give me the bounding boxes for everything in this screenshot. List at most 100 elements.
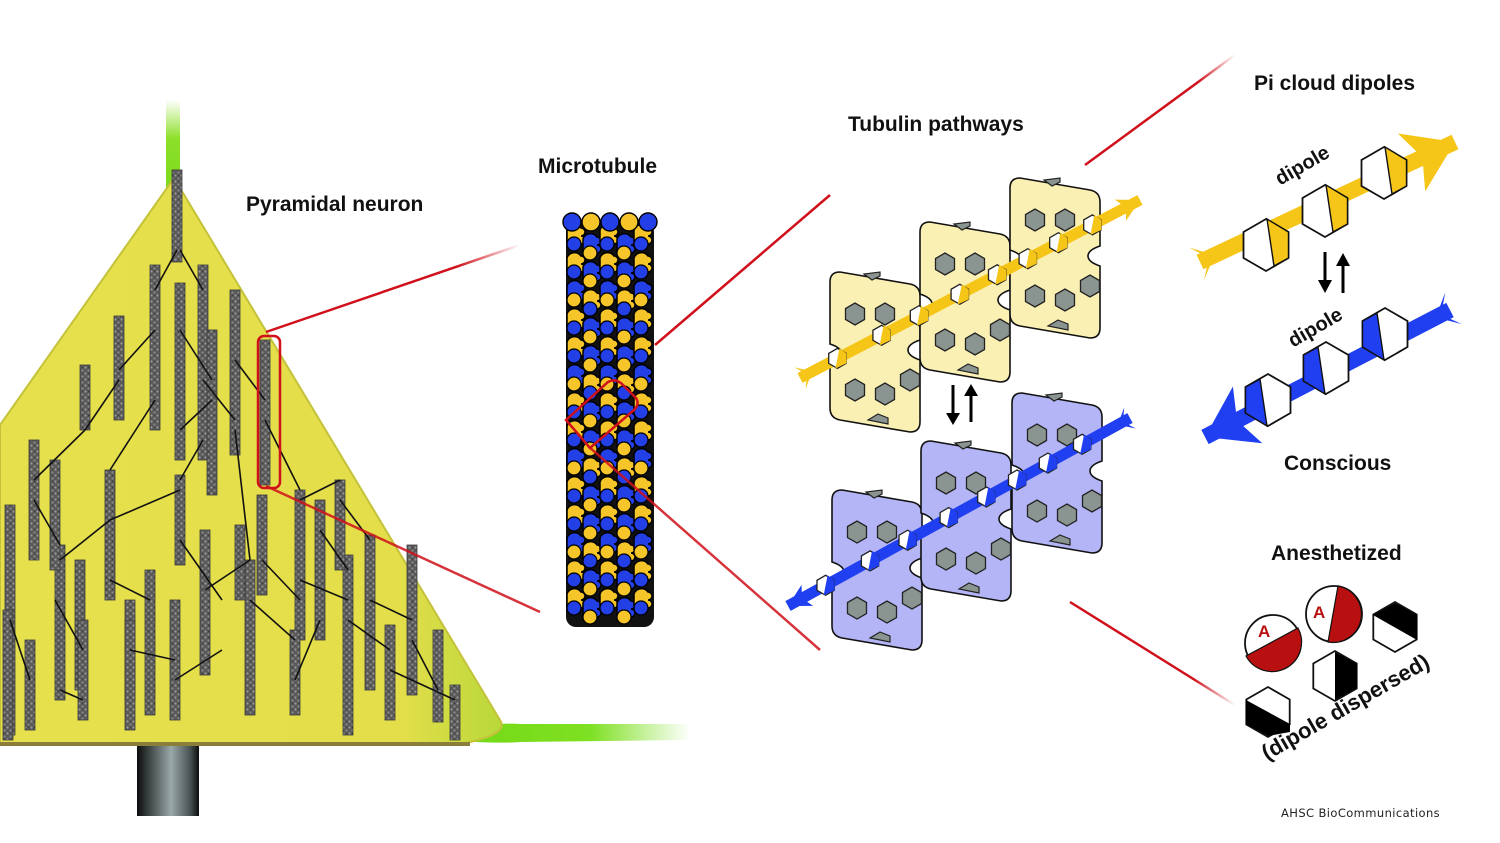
neuron-map-link [389,669,456,701]
aromatic-ring-hexagon [964,332,986,356]
dispersed-dipole-fill [1335,652,1357,700]
tubulin-monomer [582,609,598,625]
aromatic-ring-hexagon-partial [864,489,883,499]
tubulin-monomer [633,264,649,280]
neuron-microtubule-bar [432,629,444,723]
pathway-dipole-ring-fill [946,507,958,528]
neuron-map-link [118,329,156,371]
aromatic-ring-hexagon-partial [862,271,881,281]
neuron-microtubule-bar [206,329,218,496]
neuron-map-link [202,379,236,421]
neuron-microtubule-bar [77,619,89,721]
pi-cloud-dipole-fill [1384,145,1408,196]
microtubule-top-ring [562,212,582,232]
tubulin-monomer [566,376,582,392]
tubulin-monomer [582,469,598,485]
neuron-microtubule-bar [334,479,346,571]
neuron-map-link [174,649,223,681]
neuron-microtubule-bar [174,282,186,461]
aromatic-ring-hexagon-partial [1044,392,1063,402]
neuron-microtubule-bar [229,289,241,456]
pathway-dipole-ring-fill [823,575,835,596]
aromatic-ring-hexagon [876,600,898,624]
tubulin-monomer [566,292,582,308]
neuron-map-link [249,599,296,641]
neuron-microtubule-bar [289,629,301,716]
callout-line-anesthetized [1069,600,1236,707]
label-pi-cloud-dipoles: Pi cloud dipoles [1254,72,1416,95]
neuron-map-link [154,249,178,291]
yellow-arrow-tail [794,367,813,389]
aromatic-ring-hexagon-partial [868,631,891,643]
neuron-map-link [179,439,204,481]
pathway-dipole-ring-fill [835,348,847,369]
pi-cloud-dipole-fill [1325,183,1349,234]
neuron-map-link [179,249,204,291]
dispersed-dipole-fill [1246,700,1290,736]
callout-line-neuron-top [265,243,521,334]
tubulin-monomer [633,572,649,588]
tubulin-monomer [616,385,632,401]
tubulin-monomer [566,264,582,280]
aromatic-ring-hexagon [846,596,868,620]
neuron-microtubule-bar [174,474,186,566]
aromatic-ring-hexagon-partial [1048,534,1071,546]
yellow-dipole-chain [1188,133,1459,280]
aromatic-ring-hexagon-partial [956,363,979,375]
callout-line-mt-top [654,194,831,346]
neuron-map-link [84,379,120,431]
pathway-dipole-ring-fill [917,305,928,326]
tubulin-monomer [599,488,615,504]
pathway-dipole-ring-fill [1015,470,1027,491]
tubulin-monomer [566,348,582,364]
neuron-map-link [347,619,391,651]
microtubule-top-ring [600,212,620,232]
yellow-tubulin-pathway [794,177,1143,433]
neuron-map-link [59,689,84,701]
tubulin-monomer [616,441,632,457]
microtubule-top-ring [581,212,601,232]
aromatic-ring-hexagon [1026,423,1048,447]
pathway-dipole-ring-fill [1080,434,1092,455]
neuron-microtubule-bar [24,639,36,731]
neuron-map-link [179,329,213,381]
basal-dendrite [440,723,690,743]
tubulin-monomer [566,460,582,476]
tubulin-monomer [616,609,632,625]
aromatic-ring-hexagon [965,551,987,575]
neuron-map-link [339,499,371,541]
tubulin-monomer [599,572,615,588]
aromatic-ring-hexagon [876,520,898,544]
aromatic-ring-hexagon-partial [952,221,971,231]
tubulin-monomer [616,553,632,569]
aromatic-ring-hexagon [1056,423,1078,447]
tubulin-monomer [566,544,582,560]
neuron-microtubule-bar [256,494,268,596]
blue-tubulin-pathway [785,392,1136,651]
aromatic-ring-hexagon [846,520,868,544]
aromatic-ring-hexagon [1079,274,1101,298]
tubulin-monomer [633,516,649,532]
aromatic-ring-hexagon [1056,503,1078,527]
pi-cloud-dipole-fill [1361,311,1385,362]
aromatic-ring-hexagon [965,471,987,495]
tubulin-monomer [633,376,649,392]
tubulin-monomer [599,264,615,280]
aromatic-ring-hexagon-partial [866,413,889,425]
neuron-microtubule-bar [199,529,211,676]
neuron-microtubule-bar [244,559,256,716]
aromatic-ring-hexagon-partial [953,440,972,450]
aromatic-ring-hexagon [1081,489,1103,513]
neuron-map-link [33,429,86,481]
anesthetized-cluster [1244,585,1418,739]
neuron-map-link [299,579,349,601]
tubulin-monomer [582,273,598,289]
tubulin-monomer [633,460,649,476]
dipole-arrow-tail [1435,292,1462,325]
pi-cloud-dipole-fill [1302,345,1326,396]
tubulin-monomer [599,544,615,560]
tubulin-monomer [582,329,598,345]
tubulin-monomer [582,413,598,429]
neuron-microtubule-bar [234,524,246,601]
